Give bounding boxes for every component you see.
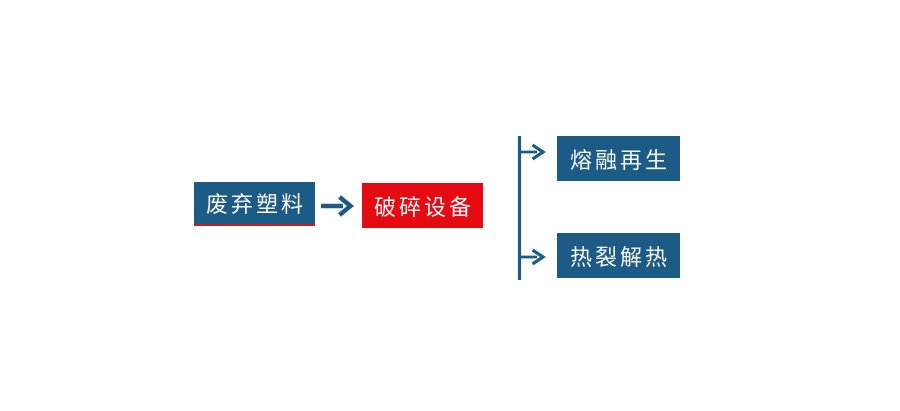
node-thermal-pyrolysis-label: 热裂解热 <box>569 245 670 271</box>
node-thermal-pyrolysis: 热裂解热 <box>557 233 680 278</box>
node-crushing-equipment: 破碎设备 <box>362 183 483 228</box>
node-crushing-equipment-label: 破碎设备 <box>373 195 474 221</box>
node-waste-plastic: 废弃塑料 <box>194 182 315 226</box>
branch-connector-icon <box>517 136 546 280</box>
arrow-right-icon <box>321 195 355 217</box>
node-waste-plastic-label: 废弃塑料 <box>205 193 306 218</box>
node-melt-regeneration-label: 熔融再生 <box>569 148 670 174</box>
node-melt-regeneration: 熔融再生 <box>557 136 680 181</box>
